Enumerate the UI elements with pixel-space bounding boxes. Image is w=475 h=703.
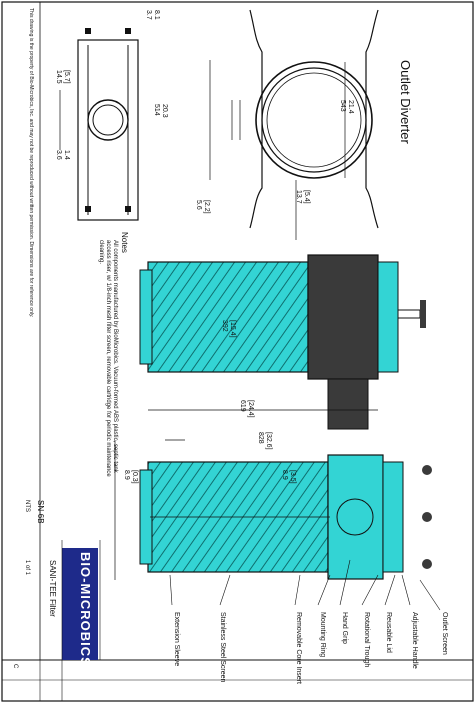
filter-side-view-b [114,439,432,580]
core-insert-b [336,498,374,536]
top-fastener-1 [85,28,91,34]
notes-text: All components manufactured by BioMicrob… [98,240,118,477]
dim-height-total: [24.4] [247,400,254,418]
handle-knob-b1 [422,465,432,475]
filter-side-view-a [139,254,426,430]
notes-title: Notes [120,232,129,253]
callout-hand-grip: Hand Grip [341,612,348,644]
dim-pipe: [3.5] [289,470,296,484]
dim-mid-b: 20.3 [161,104,168,118]
dim-height-full-alt: 828 [257,432,264,444]
dim-height-full: [32.6] [265,432,272,450]
filter-lid-a [377,261,399,373]
callout-rotational-trough: Rotational Trough [363,612,370,668]
dim-top-width-alt: 543 [339,100,346,112]
dim-left-width-alt: 14.5 [55,70,62,84]
filter-lid-b [382,461,404,573]
handle-stem-a [397,309,421,319]
filter-end-cap-a [139,269,153,365]
dim-top-right-alt: 13.7 [295,190,302,204]
company-logo-bg [62,548,98,660]
handle-knob-a [420,300,426,328]
top-pipe-inner [92,104,124,136]
outlet-diverter-view [249,9,379,240]
dim-pipe-alt: 8.9 [281,470,288,480]
top-fastener-3 [85,206,91,212]
callout-outlet-screen: Outlet Screen [441,612,448,655]
dim-top-left-small: 8.1 [153,10,160,20]
diverter-outer-ring [255,61,373,179]
top-fastener-4 [125,206,131,212]
dim-small: [0.3] [131,470,138,484]
callout-stainless-screen: Stainless Steel Screen [219,612,226,683]
top-plate [77,39,139,221]
dim-small-alt: 8.9 [123,470,130,480]
rev-value: C [12,664,18,669]
callout-core-insert: Removable Core Insert [295,612,302,684]
handle-knob-b2 [422,512,432,522]
top-fastener-2 [125,28,131,34]
dim-mid-a-alt: 5.6 [195,200,202,210]
callout-adjustable-handle: Adjustable Handle [411,612,418,669]
riser-top-view [59,28,241,221]
dim-left-width: [5.7] [63,70,70,84]
dim-height-total-alt: 619 [239,400,246,412]
dim-height-main: [15.4] [229,320,236,338]
disclaimer-text: This drawing is the property of Bio-Micr… [28,8,34,318]
diverter-bore [266,72,362,168]
diverter-inner-ring [261,67,367,173]
dim-top-left-small2: 3.7 [145,10,152,20]
dim-mid-a: [2.2] [203,200,210,214]
filter-collar-b [327,454,384,580]
filter-collar-a [307,254,379,380]
callout-mounting-ring: Mounting Ring [319,612,326,658]
dim-left-width2: 1.4 [63,150,70,160]
part-number: SN-6B [36,500,45,524]
handle-knob-b3 [422,559,432,569]
dim-top-right: [5.4] [303,190,310,204]
drawing-title: SANI-TEE Filter [48,560,57,617]
dim-height-main-alt: 392 [221,320,228,332]
company-logo: BIO-MICROBICS [78,552,93,667]
dim-top-width: 21.4 [347,100,354,114]
callout-reusable-lid: Reusable Lid [385,612,392,653]
filter-body-a [147,261,309,373]
dim-left-width2-alt: 3.6 [55,150,62,160]
callout-leaders [169,559,441,611]
callout-extension-sleeve: Extension Sleeve [173,612,180,667]
top-pipe-outer [87,99,129,141]
view-title: Outlet Diverter [398,60,413,144]
dim-mid-b-alt: 514 [153,104,160,116]
outlet-pipe-a [327,378,369,430]
